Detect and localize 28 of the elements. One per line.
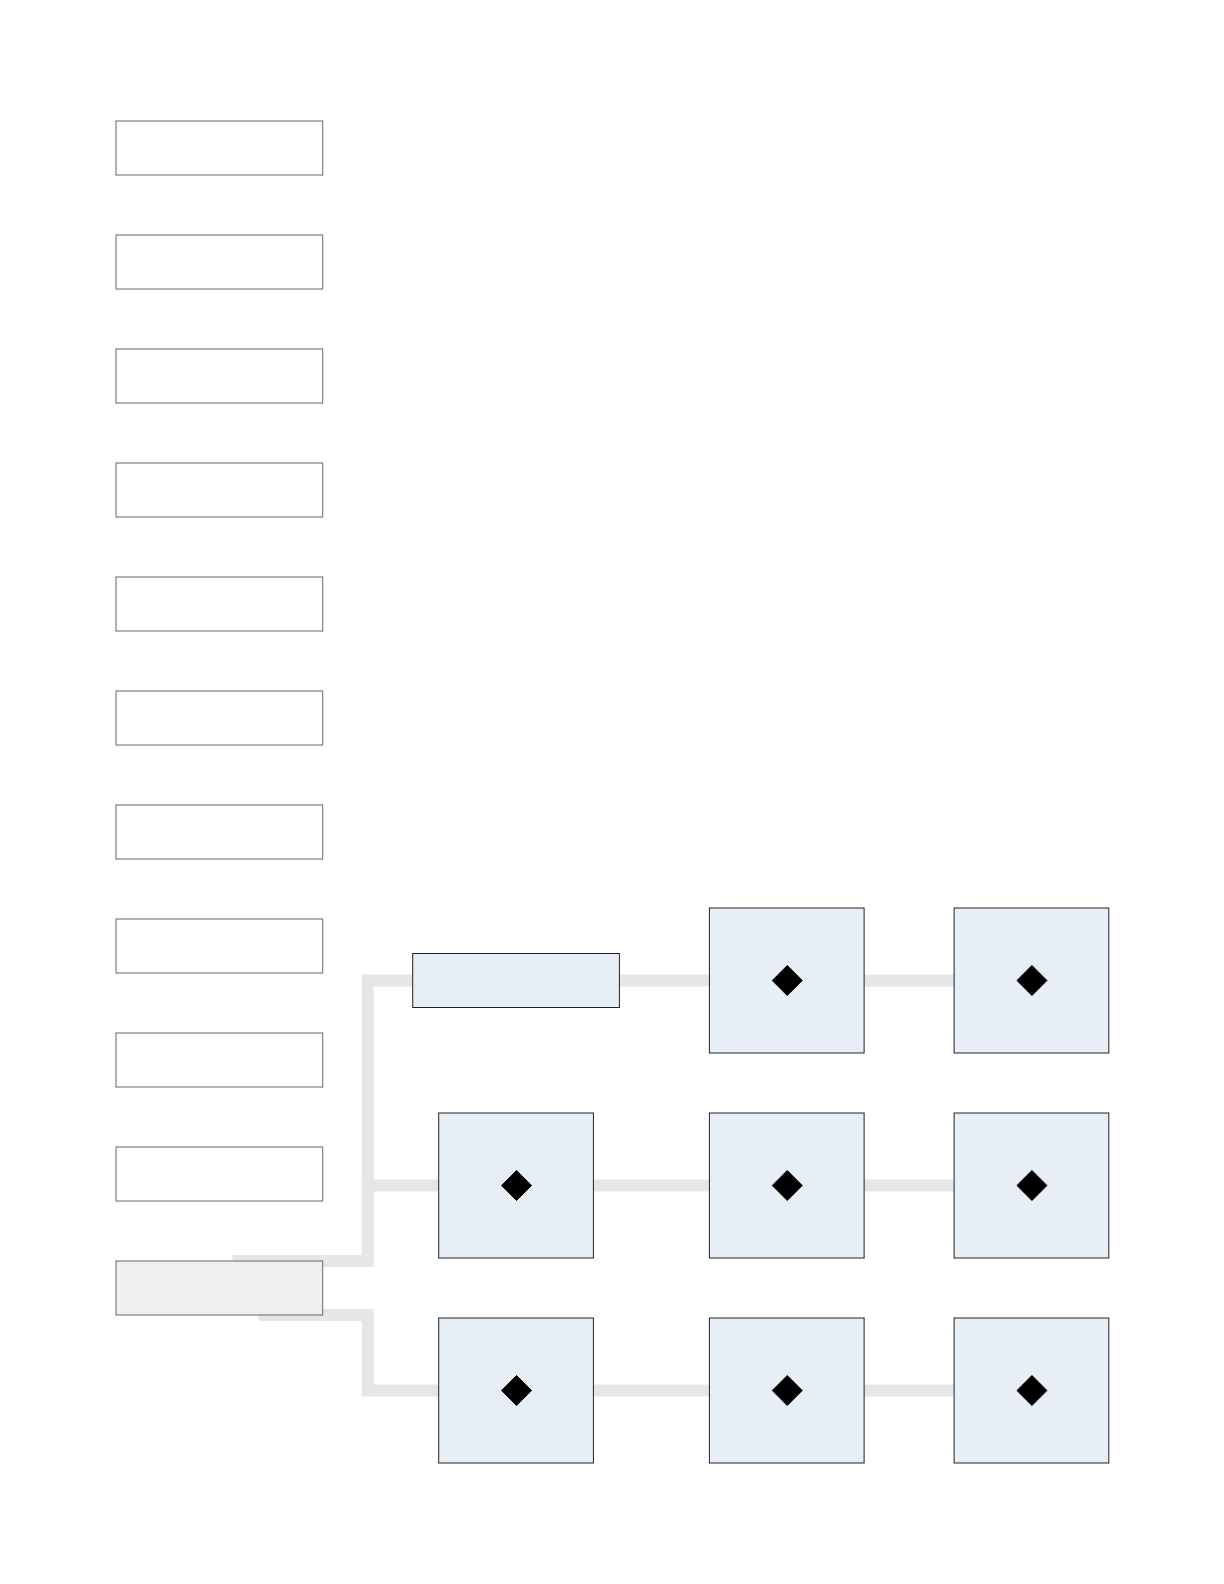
node-box <box>115 1146 323 1202</box>
cluster <box>953 907 1109 1054</box>
node-box <box>115 348 323 404</box>
cluster <box>437 1112 594 1259</box>
cluster <box>708 1317 865 1464</box>
cluster <box>953 1317 1109 1464</box>
node-box <box>115 918 323 974</box>
node-box <box>115 462 323 518</box>
node-diamond <box>1016 965 1048 996</box>
cluster <box>708 1112 865 1259</box>
cluster <box>437 1317 594 1464</box>
node-box <box>411 953 620 1008</box>
node-diamond <box>771 965 803 996</box>
node-diamond <box>771 1375 803 1406</box>
node-diamond <box>500 1375 532 1406</box>
node-box <box>115 120 323 176</box>
cluster <box>953 1112 1109 1259</box>
cluster <box>708 907 865 1054</box>
node-box <box>115 690 323 746</box>
node-box <box>115 576 323 632</box>
node-diamond <box>500 1170 532 1201</box>
node-box <box>115 234 323 290</box>
node-diamond <box>771 1170 803 1201</box>
node-box <box>115 804 323 860</box>
node-box <box>115 1260 323 1316</box>
node-diamond <box>1016 1375 1048 1406</box>
node-diamond <box>1016 1170 1048 1201</box>
node-box <box>115 1032 323 1088</box>
